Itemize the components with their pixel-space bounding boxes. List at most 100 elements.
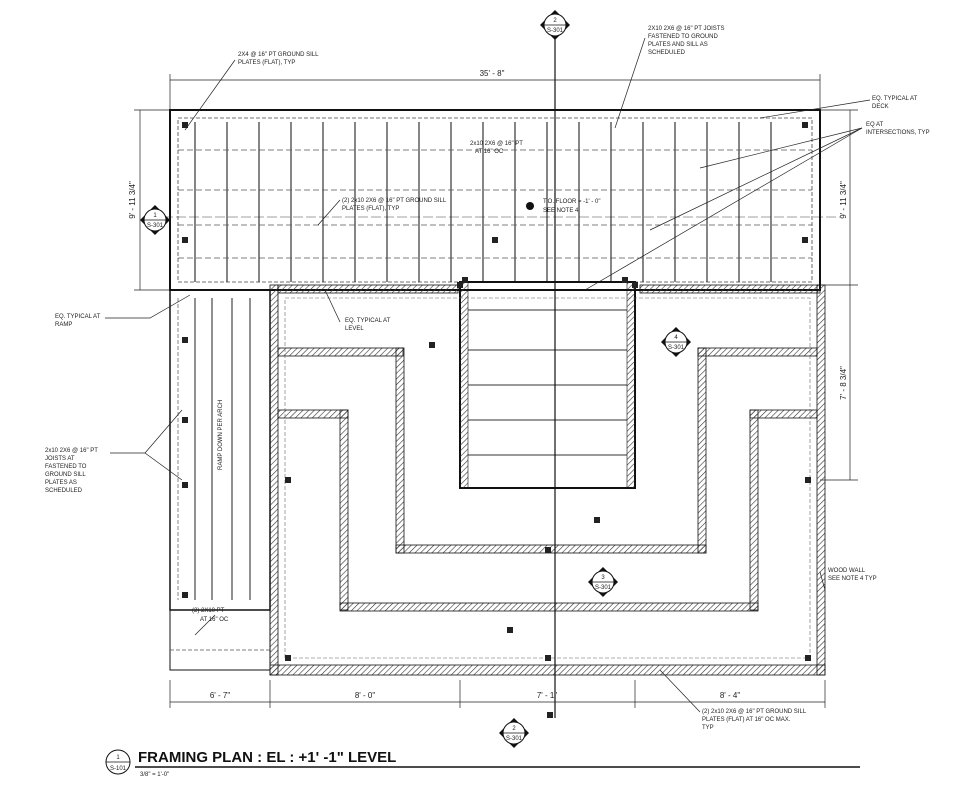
note-typical-deck-line1: EQ. TYPICAL AT [872,96,918,102]
note-sill-flat-line1: (2) 2x10 2X6 @ 16" PT GROUND SILL [342,198,447,204]
sill-block [622,277,628,283]
note-typical-level-line1: EQ. TYPICAL AT [345,318,391,324]
note-wood-wall-line1: WOOD WALL [828,568,866,574]
section-bubble-top-num: 2 [553,18,557,24]
center-deck-framing [459,281,636,489]
drawing-title: FRAMING PLAN : EL : +1' -1" LEVEL [138,749,396,766]
section-bubble-left[interactable]: 1 S-301 [140,205,170,235]
note-typical-level-line2: LEVEL [345,326,364,332]
dim-bottom-1: 6' - 7" [210,691,231,700]
dimension-lines [134,74,858,708]
note-joists-top: 2X10 2X6 @ 16" PT JOISTS FASTENED TO GROU… [648,26,724,56]
ramp-vertical-note: RAMP DOWN PER ARCH [218,400,224,470]
note-intersection-line1: EQ AT [866,122,884,128]
note-typical-ramp: EQ. TYPICAL AT RAMP [55,314,101,328]
section-lines [150,25,840,718]
sill-block [594,517,600,523]
note-wood-wall: WOOD WALL SEE NOTE 4 TYP [828,568,877,582]
elevation-marker-icon [526,202,534,210]
sill-block [285,655,291,661]
note-sill-top-line2: PLATES (FLAT), TYP [238,60,295,66]
note-sill-bottom-line2: PLATES (FLAT) AT 16" OC MAX. [702,717,791,723]
sill-block [545,655,551,661]
note-ramp-joists-line3: FASTENED TO [45,464,87,470]
note-tos: T.O. FLOOR = -1' - 0" SEE NOTE 4 [543,199,600,214]
sill-block [632,282,638,288]
note-typical-deck-line2: DECK [872,104,889,110]
dim-right-mid: 7' - 8 3/4" [839,366,848,400]
note-joists-bottom: (2) 2X10 PT AT 16" OC [192,608,229,623]
note-joists-top-line1: 2X10 2X6 @ 16" PT JOISTS [648,26,724,32]
sill-block [182,482,188,488]
note-ramp-joists-line1: 2x10 2X6 @ 16" PT [45,448,98,454]
sill-block [547,712,553,718]
note-sill-bottom-line3: TYP [702,725,714,731]
note-typical-ramp-line2: RAMP [55,322,72,328]
note-ramp-joists-line2: JOISTS AT [45,456,75,462]
sill-block [492,237,498,243]
title-bubble-num: 1 [116,755,120,761]
sill-block [182,122,188,128]
title-bubble-sheet: S-101 [110,766,127,772]
note-typical-ramp-line1: EQ. TYPICAL AT [55,314,101,320]
sill-block [457,282,463,288]
note-joists-2x10: 2x10 2X6 @ 16" PT AT 16" OC [470,141,523,155]
section-bubble-bottom-num: 2 [512,726,516,732]
sill-block [429,342,435,348]
sill-block [462,277,468,283]
dim-left-height: 9' - 11 3/4" [128,181,137,219]
sill-block [182,417,188,423]
note-sill-flat: (2) 2x10 2X6 @ 16" PT GROUND SILL PLATES … [342,198,447,212]
note-intersection-line2: INTERSECTIONS, TYP [866,130,930,136]
note-joists-2x10-line2: AT 16" OC [475,149,504,155]
sill-block [805,655,811,661]
note-joists-bottom-line2: AT 16" OC [200,617,229,623]
note-ramp-joists-line4: GROUND SILL [45,472,86,478]
deck-joists [194,122,772,282]
note-sill-top: 2X4 @ 16" PT GROUND SILL PLATES (FLAT), T… [238,52,319,66]
sill-block [545,547,551,553]
sill-block [285,477,291,483]
note-sill-bottom-line1: (2) 2x10 2X6 @ 16" PT GROUND SILL [702,709,807,715]
section-bubble-top-sheet: S-301 [547,28,564,34]
section-bubble-left-sheet: S-301 [147,223,164,229]
note-joists-bottom-line1: (2) 2X10 PT [192,608,225,614]
note-tos-line2: SEE NOTE 4 [543,208,579,214]
section-bubble-center-sheet: S-301 [595,585,612,591]
section-bubble-bottom-sheet: S-301 [506,736,523,742]
drawing-title-block: 1 S-101 FRAMING PLAN : EL : +1' -1" LEVE… [105,749,860,778]
leader-lines [105,37,871,713]
note-sill-flat-line2: PLATES (FLAT), TYP [342,206,399,212]
dim-bottom-3: 7' - 1" [537,691,558,700]
note-tos-line1: T.O. FLOOR = -1' - 0" [543,199,600,205]
sill-block [507,627,513,633]
note-typical-level: EQ. TYPICAL AT LEVEL [345,318,391,332]
sill-block [182,592,188,598]
u-shaped-wood-wall [269,284,826,676]
section-bubble-right[interactable]: 4 S-301 [661,327,691,357]
note-ramp-joists-line5: PLATES AS [45,480,77,486]
section-bubble-top[interactable]: 2 S-301 [540,10,570,40]
note-wood-wall-line2: SEE NOTE 4 TYP [828,576,877,582]
section-bubble-right-num: 4 [674,335,678,341]
dim-bottom-2: 8' - 0" [355,691,376,700]
section-bubble-bottom[interactable]: 2 S-301 [499,718,529,748]
sill-block [802,237,808,243]
section-bubble-center[interactable]: 3 S-301 [588,567,618,597]
sill-block [802,122,808,128]
note-sill-top-line1: 2X4 @ 16" PT GROUND SILL [238,52,319,58]
note-sill-bottom: (2) 2x10 2X6 @ 16" PT GROUND SILL PLATES … [702,709,807,731]
note-joists-top-line2: FASTENED TO GROUND [648,34,718,40]
dim-overall-width: 35' - 8" [480,69,505,78]
note-joists-top-line4: SCHEDULED [648,50,686,56]
sill-blocks [182,122,811,718]
note-ramp-joists-line6: SCHEDULED [45,488,83,494]
sill-block [182,237,188,243]
note-joists-2x10-line1: 2x10 2X6 @ 16" PT [470,141,523,147]
section-bubble-right-sheet: S-301 [668,345,685,351]
sill-block [182,337,188,343]
note-joists-top-line3: PLATES AND SILL AS [648,42,708,48]
drawing-scale: 3/8" = 1'-0" [140,772,169,778]
dim-bottom-4: 8' - 4" [720,691,741,700]
